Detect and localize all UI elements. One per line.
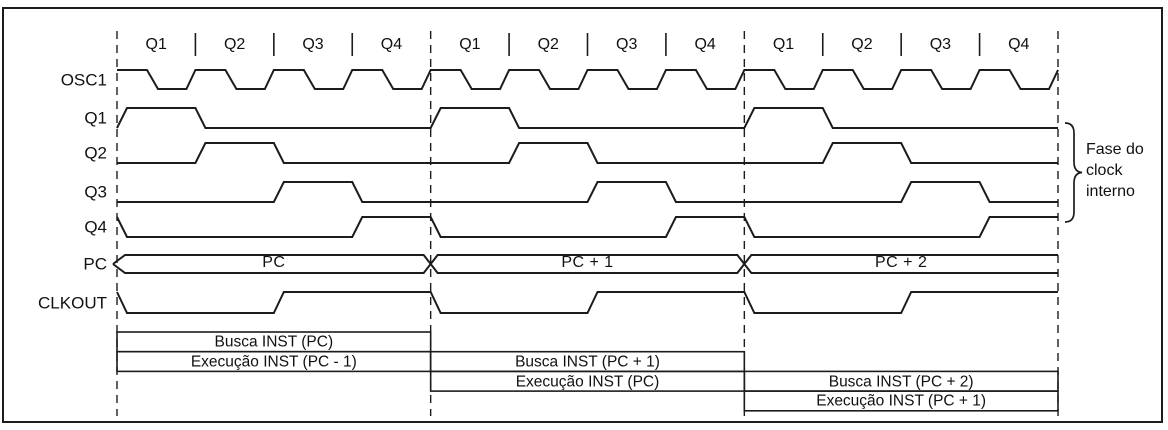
quarter-label: Q4 (694, 36, 716, 53)
signal-label-pc: PC (83, 254, 107, 274)
signal-label-q4: Q4 (84, 217, 107, 237)
quarter-label: Q1 (145, 36, 167, 53)
pipeline-cell (743, 390, 1059, 412)
quarter-label: Q1 (459, 36, 481, 53)
pipeline-fetch-label: Busca INST (PC + 1) (515, 353, 660, 371)
pc-bus-value: PC (262, 254, 286, 271)
quarter-label: Q4 (380, 36, 403, 53)
pipeline-execute-label: Execução INST (PC + 1) (816, 392, 987, 410)
clkout-waveform (116, 291, 1058, 314)
pc-bus-value: PC + 1 (561, 254, 614, 271)
quarter-label: Q3 (302, 36, 324, 53)
osc1-waveform (117, 69, 1059, 90)
quarter-label: Q3 (929, 36, 952, 53)
q4-waveform (116, 216, 1058, 238)
pipeline-fetch-label: Busca INST (PC) (214, 333, 334, 351)
signal-label-osc1: OSC1 (60, 70, 107, 89)
quarter-label: Q1 (772, 36, 795, 53)
signal-label-q2: Q2 (84, 143, 107, 163)
quarter-label: Q2 (223, 36, 246, 53)
q3-waveform (117, 181, 1058, 203)
note-line-1: Fase do (1086, 141, 1144, 158)
signal-label-clkout: CLKOUT (38, 293, 107, 312)
quarter-label: Q3 (616, 36, 638, 53)
quarter-label: Q2 (851, 36, 873, 53)
internal-clock-phase-note: Fase do clock interno (1086, 139, 1144, 202)
diagram-frame (2, 7, 1163, 423)
pc-bus-value: PC + 2 (874, 254, 928, 271)
pc-bus-rail-upper (112, 254, 1058, 274)
quarter-label: Q2 (537, 36, 559, 53)
q2-waveform (117, 142, 1058, 164)
pipeline-execute-label: Execução INST (PC) (515, 373, 660, 390)
pipeline-fetch-label: Busca INST (PC + 2) (828, 373, 974, 390)
note-line-3: interno (1086, 183, 1135, 200)
phase-brace (1064, 122, 1083, 223)
signal-label-q3: Q3 (84, 182, 107, 202)
note-line-2: clock (1086, 162, 1123, 179)
pipeline-execute-label: Execução INST (PC - 1) (190, 353, 357, 371)
signal-label-q1: Q1 (84, 108, 107, 128)
pc-bus-rail-lower (112, 254, 1058, 274)
q1-waveform (116, 107, 1058, 129)
quarter-label: Q4 (1008, 36, 1030, 53)
